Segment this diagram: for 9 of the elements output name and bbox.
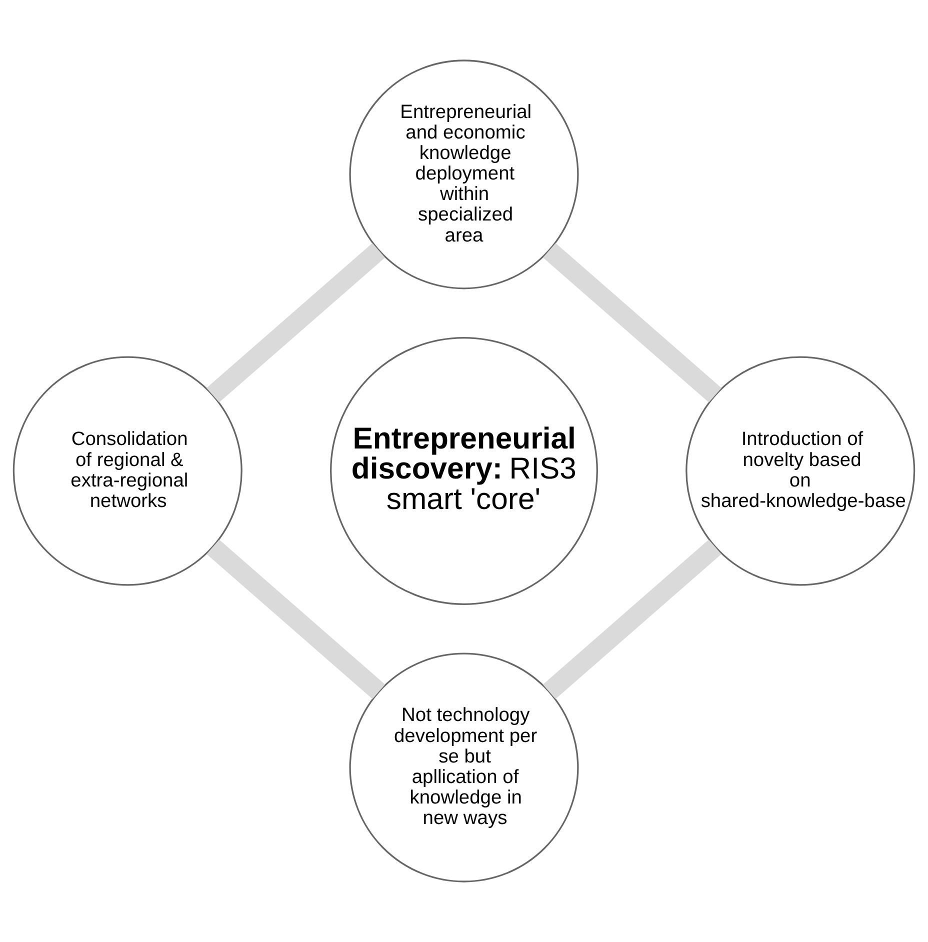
connector — [206, 243, 385, 402]
node-circle: Consolidation of regional & extra-regional networks — [12, 356, 242, 586]
node-circle: Not technology development per se but apllication of knowledge in new ways — [349, 652, 579, 882]
node-circle: Introduction of novelty based on shared-knowledge-base — [686, 356, 916, 586]
node-circle: Entrepreneurial discovery: RIS3 smart 'core' — [330, 337, 598, 605]
connector — [543, 243, 722, 402]
connector — [206, 540, 386, 699]
node-circle: Entrepreneurial and economic knowledge deployment within specialized area — [349, 60, 579, 290]
connector — [542, 540, 722, 699]
